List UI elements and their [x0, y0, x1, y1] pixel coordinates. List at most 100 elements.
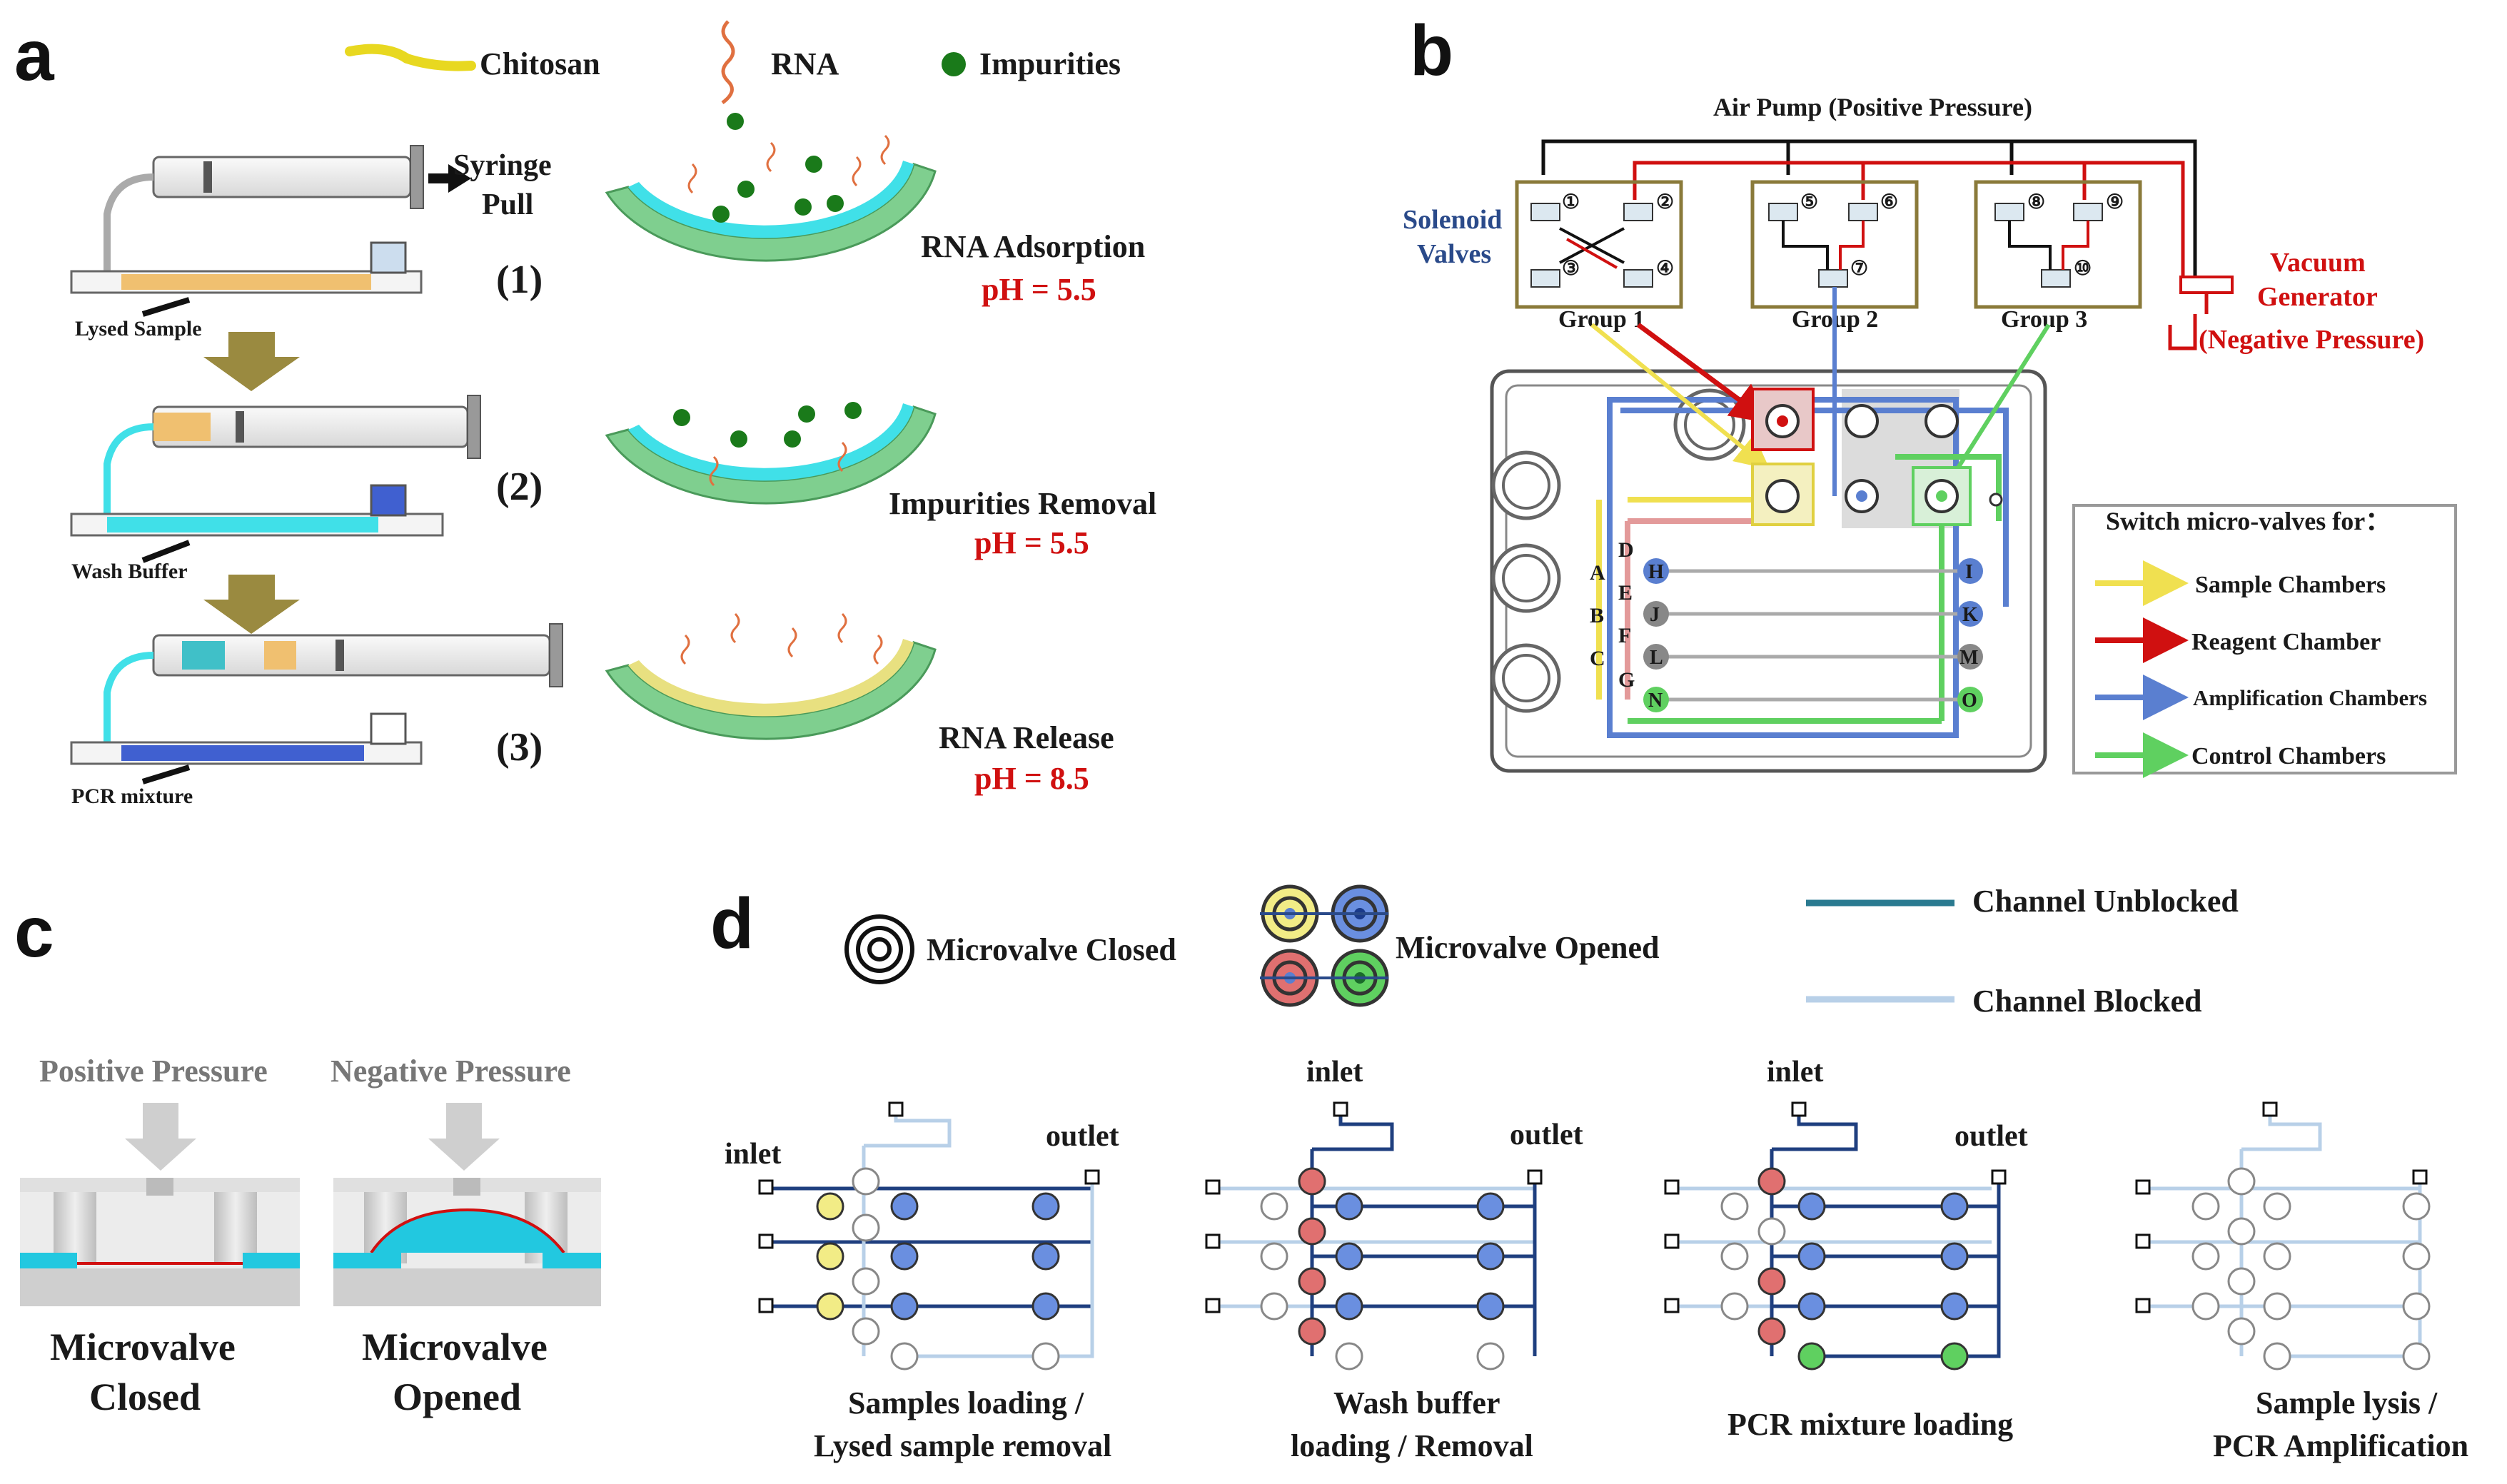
panel-d: d Microvalve Closed Microvalve Opened Ch… — [710, 884, 2468, 1463]
down-arrow-1 — [203, 332, 300, 391]
bead-bowl-2 — [605, 402, 937, 505]
step-title-1: RNA Adsorption — [921, 229, 1145, 264]
impurities-label: Impurities — [979, 46, 1121, 81]
step-num-1: (1) — [496, 258, 543, 302]
step-ph-3: pH = 8.5 — [974, 761, 1089, 796]
valve-group-1 — [1515, 180, 1683, 309]
opened-caption-2: Opened — [393, 1376, 521, 1418]
bead-bowl-1 — [605, 113, 937, 262]
chitosan-legend: Chitosan — [345, 44, 600, 81]
switch-legend — [2072, 504, 2457, 778]
impurity-icon — [942, 52, 966, 76]
valve-group-3 — [1974, 180, 2142, 309]
schematic-3 — [1664, 1101, 2007, 1371]
panel-c: c Positive Pressure Negative Pressure Mi… — [14, 892, 601, 1418]
panel-letter-b: b — [1410, 11, 1453, 91]
valve-num-1: ① — [1562, 191, 1580, 213]
closed-caption-1: Microvalve — [50, 1326, 236, 1368]
valve-num-2: ② — [1656, 191, 1674, 213]
inlet-label-2: inlet — [1306, 1056, 1363, 1089]
solenoid-label-1: Solenoid — [1403, 205, 1502, 235]
valve-closed-diagram — [20, 1178, 300, 1306]
chip-label-3: PCR mixture — [71, 784, 193, 808]
step-title-3: RNA Release — [939, 720, 1114, 755]
down-arrow-2 — [203, 575, 300, 634]
syringe-label-2: Pull — [482, 188, 533, 221]
valve-closed-icon — [844, 914, 914, 984]
chip-label-2: Wash Buffer — [71, 560, 188, 583]
positive-pressure-arrow — [125, 1103, 196, 1171]
syringe-2 — [104, 395, 481, 525]
caption-2-line2: loading / Removal — [1291, 1428, 1533, 1463]
panel-b: b Air Pump (Positive Pressure) ① — [1403, 11, 2457, 778]
chip-label-1: Lysed Sample — [75, 317, 202, 340]
chip-1 — [70, 241, 423, 317]
vacuum-label-3: (Negative Pressure) — [2199, 325, 2424, 355]
solenoid-label-2: Valves — [1417, 239, 1491, 269]
legend-title: Switch micro-valves for： — [2106, 507, 2391, 535]
schematic-2 — [1205, 1101, 1543, 1371]
chamber-label-I: I — [1965, 561, 1973, 583]
outlet-label-1: outlet — [1046, 1120, 1119, 1153]
chamber-label-O: O — [1962, 690, 1977, 712]
panel-a: a Chitosan RNA Impurities Syringe Pull L… — [14, 16, 1156, 808]
chip-2 — [70, 484, 444, 563]
legend-blocked: Channel Blocked — [1972, 984, 2202, 1019]
inlet-label-3: inlet — [1767, 1056, 1823, 1089]
chamber-label-D: D — [1618, 538, 1634, 562]
syringe-label-1: Syringe — [453, 149, 552, 182]
step-ph-1: pH = 5.5 — [982, 272, 1096, 307]
step-title-2: Impurities Removal — [889, 486, 1156, 521]
chamber-label-K: K — [1962, 604, 1978, 626]
caption-1-line1: Samples loading / — [848, 1385, 1084, 1420]
schematic-4 — [2135, 1101, 2431, 1371]
panel-letter-c: c — [14, 892, 54, 972]
syringe-1 — [104, 145, 471, 282]
inlet-label-1: inlet — [725, 1138, 781, 1171]
caption-1-line2: Lysed sample removal — [814, 1428, 1111, 1463]
legend-closed: Microvalve Closed — [927, 932, 1176, 967]
chamber-label-A: A — [1590, 561, 1605, 585]
chamber-dots — [1643, 558, 1983, 712]
chamber-label-G: G — [1618, 668, 1635, 692]
vacuum-generator — [2168, 276, 2234, 350]
legend-unblocked: Channel Unblocked — [1972, 884, 2239, 919]
legend-reagent: Reagent Chamber — [2191, 629, 2381, 655]
chip-valves — [1751, 388, 2003, 526]
step-num-2: (2) — [496, 465, 543, 509]
caption-4-line2: PCR Amplification — [2213, 1428, 2468, 1463]
syringe-3 — [104, 623, 563, 753]
legend-amplification: Amplification Chambers — [2193, 685, 2427, 710]
negative-pressure-arrow — [428, 1103, 500, 1171]
group-label-1: Group 1 — [1558, 306, 1645, 333]
valve-num-3: ③ — [1562, 258, 1580, 280]
rna-icon — [721, 20, 735, 105]
chamber-label-N: N — [1648, 690, 1663, 712]
rna-label: RNA — [771, 46, 839, 81]
step-num-3: (3) — [496, 725, 543, 769]
chamber-label-B: B — [1590, 604, 1604, 627]
chip-3 — [70, 712, 423, 784]
valve-num-6: ⑥ — [1880, 191, 1898, 213]
panel-letter-a: a — [14, 16, 55, 96]
negative-pressure-label: Negative Pressure — [331, 1054, 571, 1089]
schematic-1 — [758, 1101, 1100, 1371]
chamber-label-C: C — [1590, 647, 1605, 670]
green-line — [1954, 323, 2051, 473]
valve-num-8: ⑧ — [2027, 191, 2045, 213]
yellow-arrow — [1590, 323, 1770, 470]
red-arrow — [1636, 323, 1772, 424]
chitosan-icon — [345, 44, 476, 71]
outlet-label-3: outlet — [1954, 1120, 2028, 1153]
legend-sample: Sample Chambers — [2195, 572, 2386, 598]
caption-4-line1: Sample lysis / — [2256, 1385, 2438, 1420]
valve-num-7: ⑦ — [1850, 258, 1868, 280]
chip-channels — [1596, 397, 2009, 738]
outlet-label-2: outlet — [1510, 1119, 1583, 1151]
panel-letter-d: d — [710, 884, 754, 964]
air-pump-label: Air Pump (Positive Pressure) — [1713, 93, 2032, 121]
chitosan-label: Chitosan — [480, 46, 600, 81]
caption-3-line1: PCR mixture loading — [1727, 1407, 2013, 1442]
valve-opened-icons — [1260, 884, 1389, 1007]
positive-pressure-label: Positive Pressure — [39, 1054, 268, 1089]
